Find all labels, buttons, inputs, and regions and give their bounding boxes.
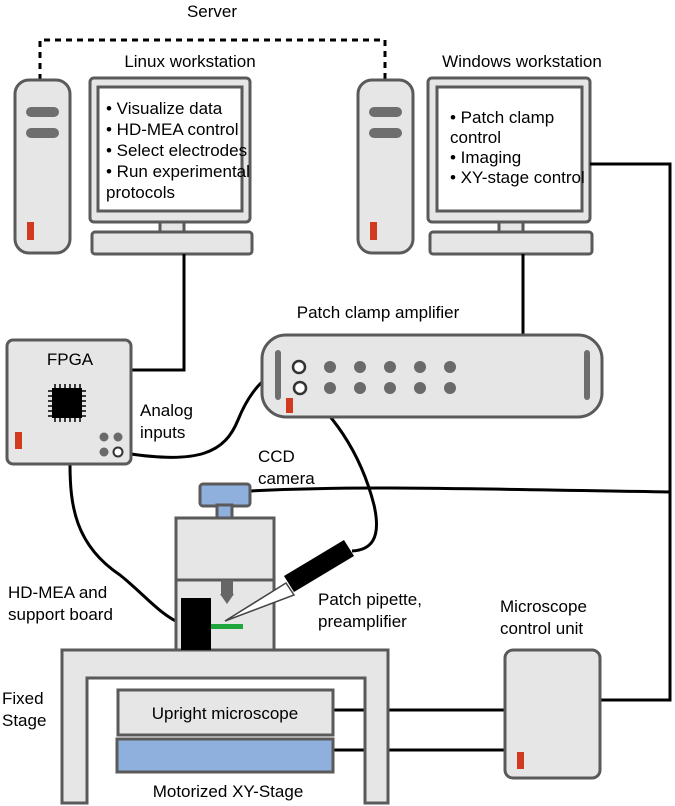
windows-monitor <box>426 76 594 256</box>
linux-tower <box>13 78 72 255</box>
linux-screen-line: • Select electrodes <box>106 141 247 160</box>
linux-screen-line: • HD-MEA control <box>106 120 239 139</box>
hdmea-board <box>181 598 211 650</box>
analog-inputs-label: Analog <box>140 401 193 420</box>
linux-screen-text: • Visualize data • HD-MEA control • Sele… <box>106 99 250 202</box>
linux-screen-line: • Run experimental <box>106 162 250 181</box>
fpga-board <box>5 338 133 466</box>
patch-pipette <box>224 540 354 622</box>
fixed-stage <box>60 648 390 805</box>
camera-cable <box>249 486 671 494</box>
patch-clamp-amplifier <box>260 333 604 419</box>
fixed-stage-label: Fixed <box>2 689 44 708</box>
hdmea-label: HD-MEA and <box>8 583 107 602</box>
server-connection <box>38 38 387 80</box>
upright-microscope-label: Upright microscope <box>152 704 298 723</box>
hdmea-electrode <box>211 624 243 629</box>
hdmea-label: support board <box>8 605 113 624</box>
patch-clamp-amplifier-label: Patch clamp amplifier <box>297 303 460 322</box>
windows-screen-line: • Patch clamp <box>450 108 554 127</box>
ccd-camera-label: CCD <box>258 447 295 466</box>
linux-screen-line: • Visualize data <box>106 99 223 118</box>
upright-microscope <box>116 688 335 737</box>
microscope-control-unit-label: control unit <box>500 619 583 638</box>
linux-screen-line: protocols <box>106 183 175 202</box>
xy-stage <box>115 737 335 774</box>
server-label: Server <box>187 2 237 21</box>
ccd-camera <box>198 482 252 521</box>
chip-icon <box>48 384 86 422</box>
microscope-control-unit <box>503 648 602 780</box>
linux-fpga-cable <box>131 254 186 372</box>
ccd-camera-label: camera <box>258 469 315 488</box>
hdmea-cable <box>68 463 183 626</box>
windows-screen-line: control <box>450 128 501 147</box>
linux-monitor <box>88 76 254 256</box>
windows-screen-line: • Imaging <box>450 148 521 167</box>
analog-inputs-label: inputs <box>140 423 185 442</box>
pipette-label: preamplifier <box>318 612 407 631</box>
windows-right-cable <box>590 162 672 702</box>
microscope-control-unit-label: Microscope <box>500 597 587 616</box>
linux-workstation-label: Linux workstation <box>124 52 255 71</box>
windows-screen-line: • XY-stage control <box>450 168 585 187</box>
xy-stage-label: Motorized XY-Stage <box>153 782 304 801</box>
windows-tower <box>356 78 415 255</box>
fpga-label: FPGA <box>47 350 94 369</box>
windows-screen-text: • Patch clamp control • Imaging • XY-sta… <box>450 108 585 187</box>
fixed-stage-label: Stage <box>2 711 46 730</box>
windows-workstation-label: Windows workstation <box>442 52 602 71</box>
pipette-label: Patch pipette, <box>318 590 422 609</box>
